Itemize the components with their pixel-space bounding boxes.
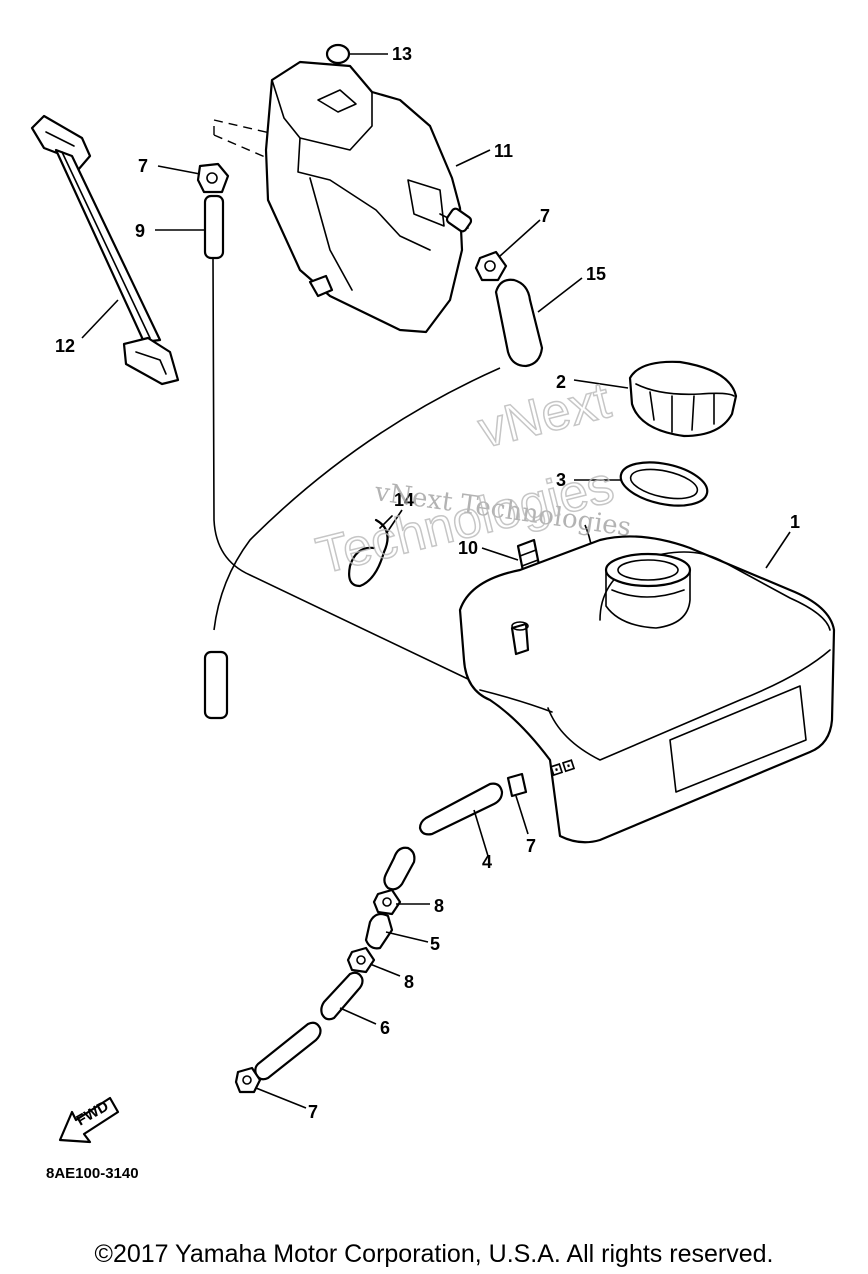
callout-7-d: 7 [308, 1102, 318, 1122]
diagram-code: 8AE100-3140 [46, 1165, 139, 1182]
watermark-line2a: vNext [473, 371, 617, 460]
svg-text:⊡⊡: ⊡⊡ [548, 756, 577, 780]
copyright-notice: ©2017 Yamaha Motor Corporation, U.S.A. A… [94, 1240, 774, 1268]
part-7-clamp-b [474, 250, 508, 282]
part-11-reservoir-tank [264, 60, 473, 334]
callout-13: 13 [392, 44, 412, 64]
callout-11: 11 [494, 141, 513, 161]
leader-lines [81, 53, 791, 1109]
part-9-hose [203, 194, 225, 260]
routing-guide-breather [213, 367, 501, 631]
part-13-cap [325, 43, 351, 65]
callout-7-c: 7 [526, 836, 536, 856]
callout-8-b: 8 [404, 972, 414, 992]
part-7-clamp-d [234, 1066, 262, 1094]
hose-end-lower-left [203, 650, 229, 720]
callout-3: 3 [556, 470, 566, 490]
part-4-hose [383, 782, 504, 891]
callout-14: 14 [394, 490, 414, 510]
callout-2: 2 [556, 372, 566, 392]
part-8-clamp-b [346, 946, 376, 974]
part-7-clamp-c [506, 772, 528, 798]
part-6-hose [254, 971, 364, 1081]
callout-10: 10 [458, 538, 478, 558]
part-14-clip [348, 515, 393, 588]
part-8-clamp-a [372, 888, 402, 916]
callout-5: 5 [430, 934, 440, 954]
callout-12: 12 [55, 336, 75, 356]
part-2-filler-cap [628, 360, 738, 438]
callout-15: 15 [586, 264, 606, 284]
part-7-clamp-a [196, 162, 230, 194]
callout-7-b: 7 [540, 206, 550, 226]
part-1-fuel-tank: ⊡⊡ [458, 535, 836, 844]
callout-4: 4 [482, 852, 492, 872]
fwd-arrow-icon: FWD [58, 1096, 120, 1144]
callout-7-a: 7 [138, 156, 148, 176]
part-3-gasket [619, 461, 709, 507]
routing-guide-upper [213, 119, 301, 161]
callout-1: 1 [790, 512, 800, 532]
part-15-hose [494, 278, 544, 368]
callout-9: 9 [135, 221, 145, 241]
part-12-strap [30, 114, 180, 386]
part-5-fuel-filter [364, 912, 394, 950]
callout-8-a: 8 [434, 896, 444, 916]
callout-6: 6 [380, 1018, 390, 1038]
